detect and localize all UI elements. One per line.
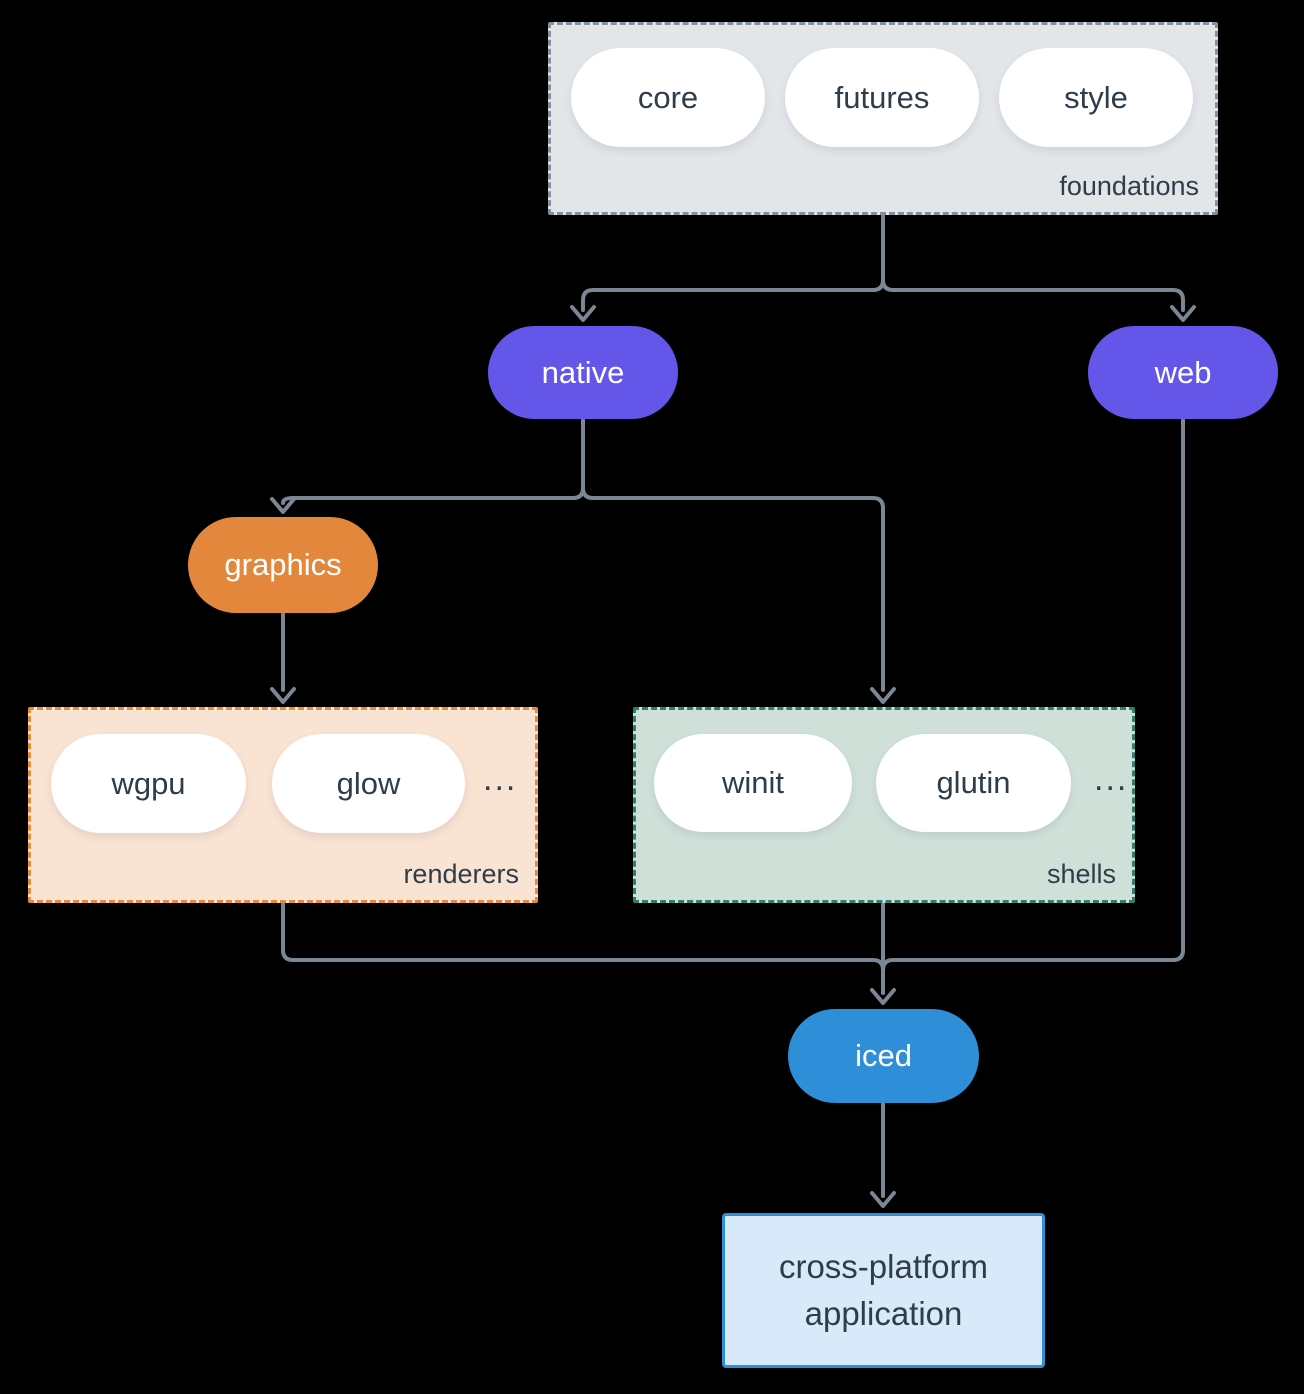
renderers-ellipsis: ...: [483, 760, 518, 798]
application-label: cross-platform application: [778, 1247, 989, 1332]
futures-label: futures: [834, 79, 930, 115]
shells-group-label: shells: [1046, 859, 1116, 889]
shells-ellipsis: ...: [1094, 760, 1129, 798]
wgpu-label: wgpu: [111, 765, 186, 801]
graphics-node: graphics: [188, 517, 378, 613]
iced-label: iced: [855, 1038, 912, 1073]
iced-node: iced: [788, 1009, 979, 1103]
core-node: core: [571, 48, 765, 147]
web-node: web: [1088, 326, 1278, 419]
renderers-group-label: renderers: [403, 859, 519, 889]
futures-node: futures: [785, 48, 979, 147]
shells-group: winit glutin ... shells: [633, 707, 1135, 903]
application-node: cross-platform application: [722, 1213, 1045, 1368]
web-label: web: [1154, 354, 1212, 390]
glow-label: glow: [336, 765, 401, 801]
glow-node: glow: [272, 734, 465, 833]
glutin-node: glutin: [876, 734, 1071, 832]
style-node: style: [999, 48, 1193, 147]
glutin-label: glutin: [936, 765, 1011, 800]
graphics-label: graphics: [224, 547, 342, 582]
style-label: style: [1064, 79, 1128, 115]
winit-label: winit: [721, 765, 784, 800]
wgpu-node: wgpu: [51, 734, 246, 833]
winit-node: winit: [654, 734, 852, 832]
foundations-group: core futures style foundations: [548, 22, 1218, 215]
renderers-group: wgpu glow ... renderers: [28, 707, 538, 903]
core-label: core: [637, 79, 699, 115]
native-label: native: [541, 354, 625, 390]
native-node: native: [488, 326, 678, 419]
foundations-group-label: foundations: [1059, 171, 1199, 201]
